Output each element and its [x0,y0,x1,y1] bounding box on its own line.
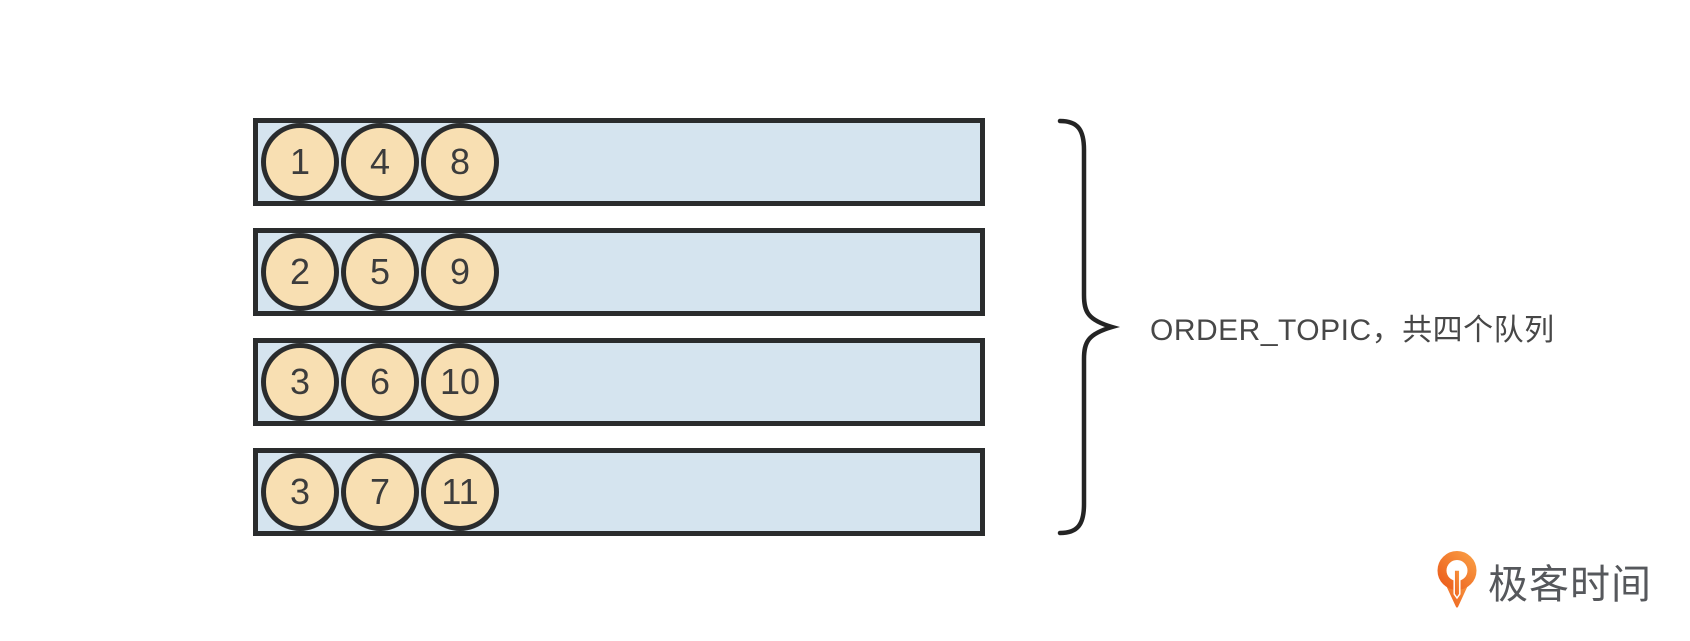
topic-label: ORDER_TOPIC，共四个队列 [1150,314,1555,347]
message-circle: 10 [421,343,499,421]
brace [1057,118,1121,536]
message-circle: 7 [341,453,419,531]
message-circle: 3 [261,453,339,531]
geektime-logo: 极客时间 [1437,550,1652,612]
message-circle: 8 [421,123,499,201]
message-circle: 1 [261,123,339,201]
message-circle: 11 [421,453,499,531]
message-circle: 6 [341,343,419,421]
message-circle: 3 [261,343,339,421]
geektime-logo-icon [1437,551,1477,608]
message-circle: 9 [421,233,499,311]
geektime-logo-text: 极客时间 [1488,563,1652,607]
message-circle: 2 [261,233,339,311]
message-circle: 4 [341,123,419,201]
message-circle: 5 [341,233,419,311]
